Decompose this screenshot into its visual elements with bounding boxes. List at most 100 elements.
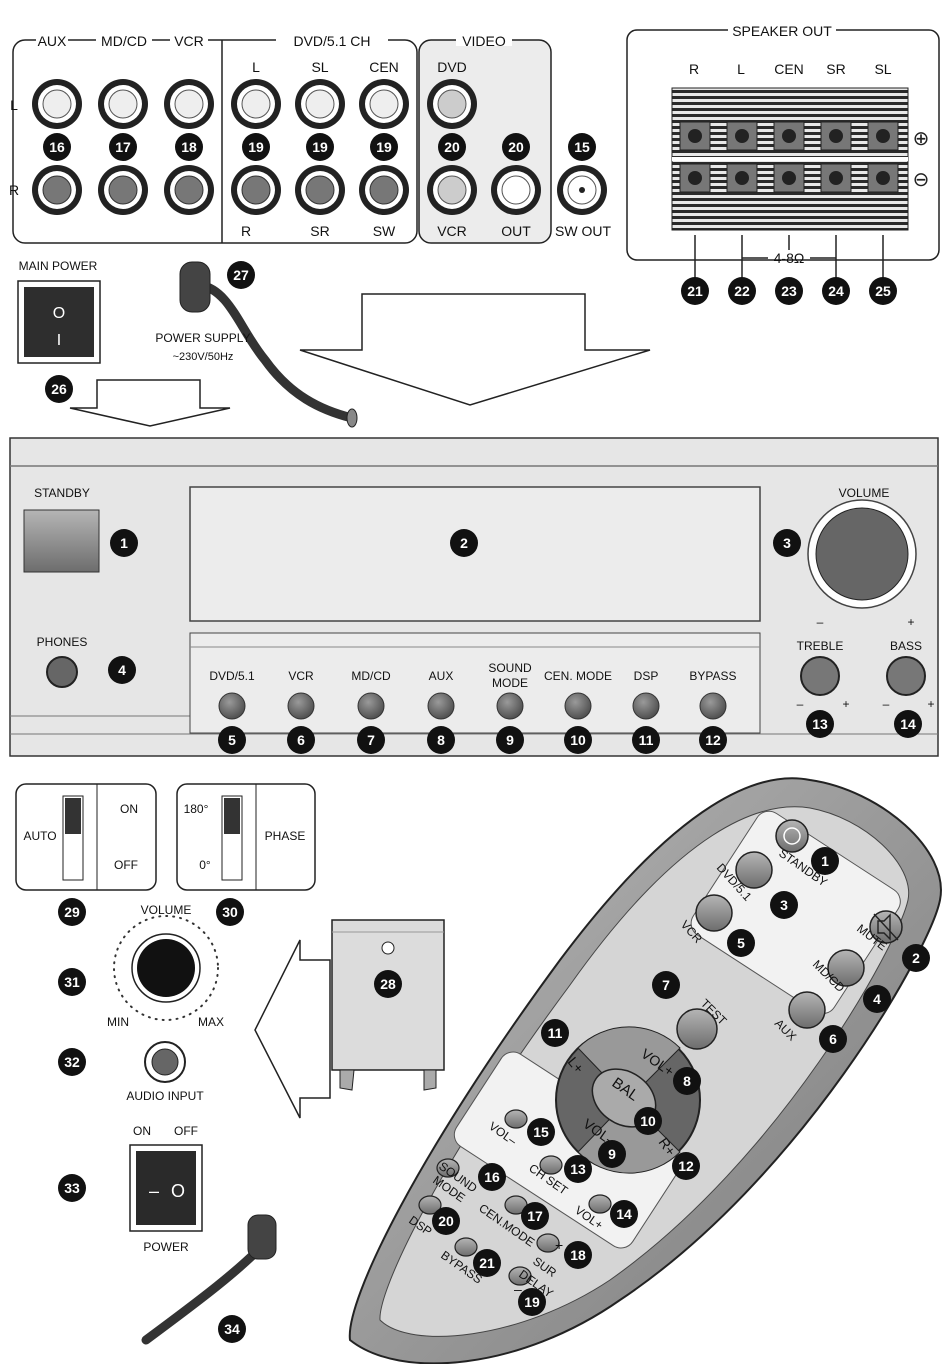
- callout-number: 32: [64, 1054, 80, 1070]
- callout-number: 23: [781, 283, 797, 299]
- main-power-o: O: [53, 305, 65, 322]
- label-video: VIDEO: [462, 33, 506, 49]
- label-pwr-on: ON: [133, 1124, 151, 1138]
- callout-number: 1: [120, 535, 128, 551]
- label-sel-sound2: MODE: [492, 676, 528, 690]
- label-vol-minus: –: [817, 615, 824, 629]
- main-power-i: I: [57, 332, 61, 349]
- callout-17: 17: [521, 1202, 549, 1230]
- callout-number: 3: [783, 535, 791, 551]
- label-side-r: R: [9, 182, 19, 198]
- callout-number: 9: [608, 1146, 616, 1162]
- jack-vcr-l: [164, 79, 214, 129]
- callout-number: 26: [51, 381, 67, 397]
- callout-number: 13: [570, 1161, 586, 1177]
- callout-number: 14: [900, 716, 916, 732]
- arrow-left-sub: [254, 939, 331, 1119]
- callout-8: 8: [427, 726, 455, 754]
- callout-23: 23: [775, 277, 803, 305]
- label-vol-plus: +: [907, 615, 914, 629]
- label-pwr-off: OFF: [174, 1124, 198, 1138]
- jack-dvd-sl: [295, 79, 345, 129]
- pwr-switch-dash: –: [149, 1181, 159, 1201]
- arrow-down-left: [69, 379, 231, 427]
- label-video-out: OUT: [501, 223, 531, 239]
- callout-number: 27: [233, 267, 249, 283]
- arrows: [69, 293, 651, 1119]
- callout-30: 30: [216, 898, 244, 926]
- jack-aux-l: [32, 79, 82, 129]
- callout-number: 19: [248, 139, 264, 155]
- jack-vcr-r: [164, 165, 214, 215]
- label-audio-input: AUDIO INPUT: [126, 1089, 204, 1103]
- callout-15: 15: [527, 1118, 555, 1146]
- callout-number: 31: [64, 974, 80, 990]
- callout-number: 20: [508, 139, 524, 155]
- callout-number: 17: [115, 139, 131, 155]
- subwoofer-cabinet: [331, 919, 445, 1091]
- callout-number: 20: [444, 139, 460, 155]
- subwoofer-controls: AUTO ON OFF 180° 0° PHASE VOLUME MIN MAX…: [15, 783, 316, 1345]
- callout-number: 2: [912, 950, 920, 966]
- callout-21: 21: [681, 277, 709, 305]
- callout-number: 1: [821, 853, 829, 869]
- jack-dvd-sw: [359, 165, 409, 215]
- label-sel-dvd: DVD/5.1: [209, 669, 255, 683]
- callout-12: 12: [699, 726, 727, 754]
- label-sub-volume: VOLUME: [141, 903, 192, 917]
- label-auto-off: OFF: [114, 858, 138, 872]
- callout-2: 2: [902, 944, 930, 972]
- callout-number: 4: [873, 991, 881, 1007]
- label-ch-sw: SW: [373, 223, 396, 239]
- label-spk-sr: SR: [826, 61, 845, 77]
- callout-number: 11: [548, 1025, 563, 1041]
- callout-4: 4: [108, 656, 136, 684]
- callout-34: 34: [218, 1315, 246, 1343]
- label-spk-r: R: [689, 61, 699, 77]
- label-phase-0: 0°: [199, 858, 211, 872]
- callout-number: 21: [687, 283, 703, 299]
- callout-number: 3: [780, 897, 788, 913]
- label-spk-sl: SL: [874, 61, 891, 77]
- callout-number: 7: [367, 732, 375, 748]
- callout-1: 1: [811, 847, 839, 875]
- callout-26: 26: [45, 375, 73, 403]
- callout-19: 19: [518, 1288, 546, 1316]
- jack-dvd-l: [231, 79, 281, 129]
- label-impedance: 4-8Ω: [774, 250, 805, 266]
- jack-dvd-cen: [359, 79, 409, 129]
- label-side-l: L: [10, 97, 18, 113]
- callout-number: 6: [829, 1031, 837, 1047]
- callout-number: 19: [524, 1294, 540, 1310]
- label-auto: AUTO: [23, 829, 56, 843]
- callout-number: 5: [228, 732, 236, 748]
- callout-16: 16: [478, 1163, 506, 1191]
- callout-33: 33: [58, 1174, 86, 1202]
- label-sel-sound1: SOUND: [488, 661, 532, 675]
- callout-25: 25: [869, 277, 897, 305]
- speaker-out-terminals: SPEAKER OUT R L CEN SR SL ⊕ ⊖ 4-8Ω: [626, 22, 940, 278]
- callout-number: 22: [734, 283, 750, 299]
- label-sel-bypass: BYPASS: [689, 669, 736, 683]
- label-min: MIN: [107, 1015, 129, 1029]
- callout-20: 20: [432, 1207, 460, 1235]
- plus-symbol: ⊕: [913, 128, 930, 150]
- label-sel-mdcd: MD/CD: [351, 669, 391, 683]
- label-phase: PHASE: [265, 829, 306, 843]
- remote-label-l-plus: L+: [565, 1054, 588, 1077]
- jack-video-vcr: [427, 165, 477, 215]
- main-power-switch: MAIN POWER O I: [17, 259, 101, 364]
- label-ch-sl: SL: [311, 59, 328, 75]
- callout-20: 20: [502, 133, 530, 161]
- callout-number: 29: [64, 904, 80, 920]
- callout-number: 14: [616, 1206, 632, 1222]
- callout-number: 20: [438, 1213, 454, 1229]
- callout-17: 17: [109, 133, 137, 161]
- label-vcr: VCR: [174, 33, 204, 49]
- callout-number: 2: [460, 535, 468, 551]
- callout-20: 20: [438, 133, 466, 161]
- label-standby: STANDBY: [34, 486, 90, 500]
- callout-5: 5: [727, 929, 755, 957]
